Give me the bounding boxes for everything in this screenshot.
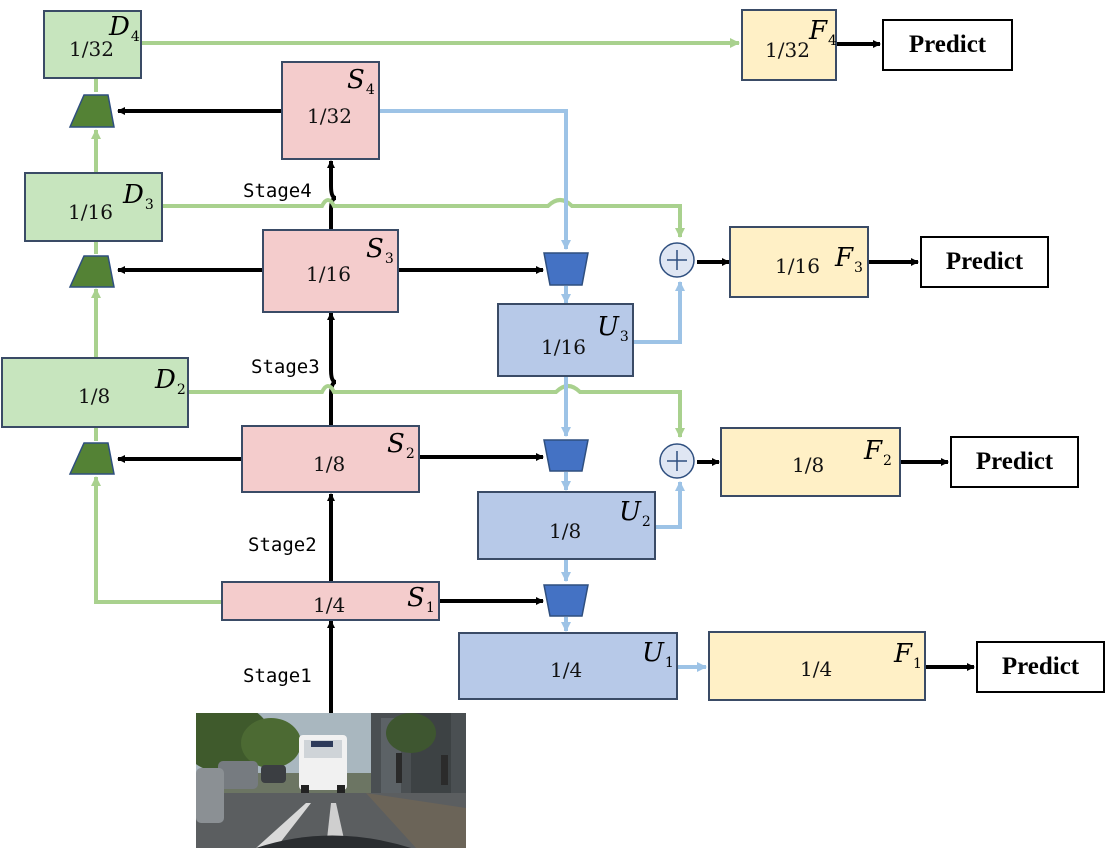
block-scale: 1/4 <box>313 593 346 617</box>
plus-icon <box>667 250 687 270</box>
block-s3: S3 1/16 <box>262 229 399 313</box>
upsample-ops <box>543 252 589 617</box>
block-scale: 1/16 <box>541 335 586 359</box>
block-s2: S2 1/8 <box>241 425 420 493</box>
predict-box-2: Predict <box>950 436 1079 488</box>
block-f3: F3 1/16 <box>729 226 869 298</box>
block-scale: 1/8 <box>313 452 346 476</box>
block-u2: U2 1/8 <box>477 491 656 560</box>
stage-label-1: Stage1 <box>242 665 313 687</box>
downsample-op-2 <box>68 442 115 475</box>
block-label: S4 <box>347 65 375 98</box>
block-scale: 1/16 <box>306 262 351 286</box>
street-scene-graphic <box>196 713 466 848</box>
block-u3: U3 1/16 <box>497 303 634 377</box>
block-u1: U1 1/4 <box>458 632 678 700</box>
green-path <box>91 38 740 604</box>
block-f4: F4 1/32 <box>741 9 837 81</box>
block-scale: 1/32 <box>69 37 114 61</box>
block-scale: 1/8 <box>792 453 825 477</box>
block-scale: 1/16 <box>775 254 820 278</box>
block-scale: 1/4 <box>800 657 833 681</box>
block-scale: 1/8 <box>549 519 582 543</box>
upsample-op-1 <box>543 584 589 617</box>
downsample-ops <box>68 94 115 475</box>
block-label: D2 <box>155 365 186 398</box>
arrow-s4-to-up <box>380 109 571 250</box>
add-ops <box>659 242 695 479</box>
block-label: F1 <box>894 639 922 672</box>
block-label: F3 <box>835 243 863 276</box>
arrow-stage3 <box>327 312 337 425</box>
block-scale: 1/32 <box>765 38 810 62</box>
block-scale: 1/8 <box>78 384 111 408</box>
block-scale: 1/16 <box>68 200 113 224</box>
block-label: S2 <box>387 429 415 462</box>
block-f1: F1 1/4 <box>708 631 926 701</box>
arrow-u2-to-plus2 <box>656 481 685 529</box>
downsample-op-3 <box>68 255 115 288</box>
predict-box-3: Predict <box>920 236 1049 288</box>
block-label: F4 <box>809 16 837 49</box>
predict-box-1: Predict <box>976 641 1105 693</box>
block-d2: D2 1/8 <box>1 357 189 428</box>
block-scale: 1/4 <box>550 658 583 682</box>
arrow-d3-to-plus3 <box>163 198 685 238</box>
stage-label-2: Stage2 <box>247 534 318 556</box>
arrow-d2-to-plus2 <box>189 384 685 438</box>
block-label: D4 <box>109 12 140 45</box>
arrow-u3-to-plus3 <box>634 281 685 344</box>
upsample-op-3 <box>543 252 589 286</box>
block-d4: D4 1/32 <box>43 10 142 79</box>
block-label: S3 <box>366 234 394 267</box>
block-label: F2 <box>864 436 892 469</box>
block-d3: D3 1/16 <box>24 172 163 242</box>
stage-label-3: Stage3 <box>250 356 321 378</box>
block-f2: F2 1/8 <box>720 427 901 497</box>
block-label: U2 <box>619 497 651 530</box>
plus-icon <box>667 451 687 471</box>
downsample-op-4 <box>68 94 115 128</box>
upsample-op-2 <box>543 439 589 472</box>
blue-path <box>380 109 707 672</box>
input-street-image <box>196 713 466 848</box>
arrow-s1-to-down <box>91 476 221 604</box>
block-label: D3 <box>123 180 154 213</box>
block-label: U1 <box>642 638 674 671</box>
block-scale: 1/32 <box>307 104 352 128</box>
predict-box-4: Predict <box>882 19 1013 71</box>
block-s1: S1 1/4 <box>221 581 440 621</box>
block-label: S1 <box>407 583 435 616</box>
block-s4: S4 1/32 <box>281 61 380 160</box>
stage-label-4: Stage4 <box>242 180 313 202</box>
block-label: U3 <box>597 312 629 345</box>
arrow-stage4 <box>327 160 337 229</box>
